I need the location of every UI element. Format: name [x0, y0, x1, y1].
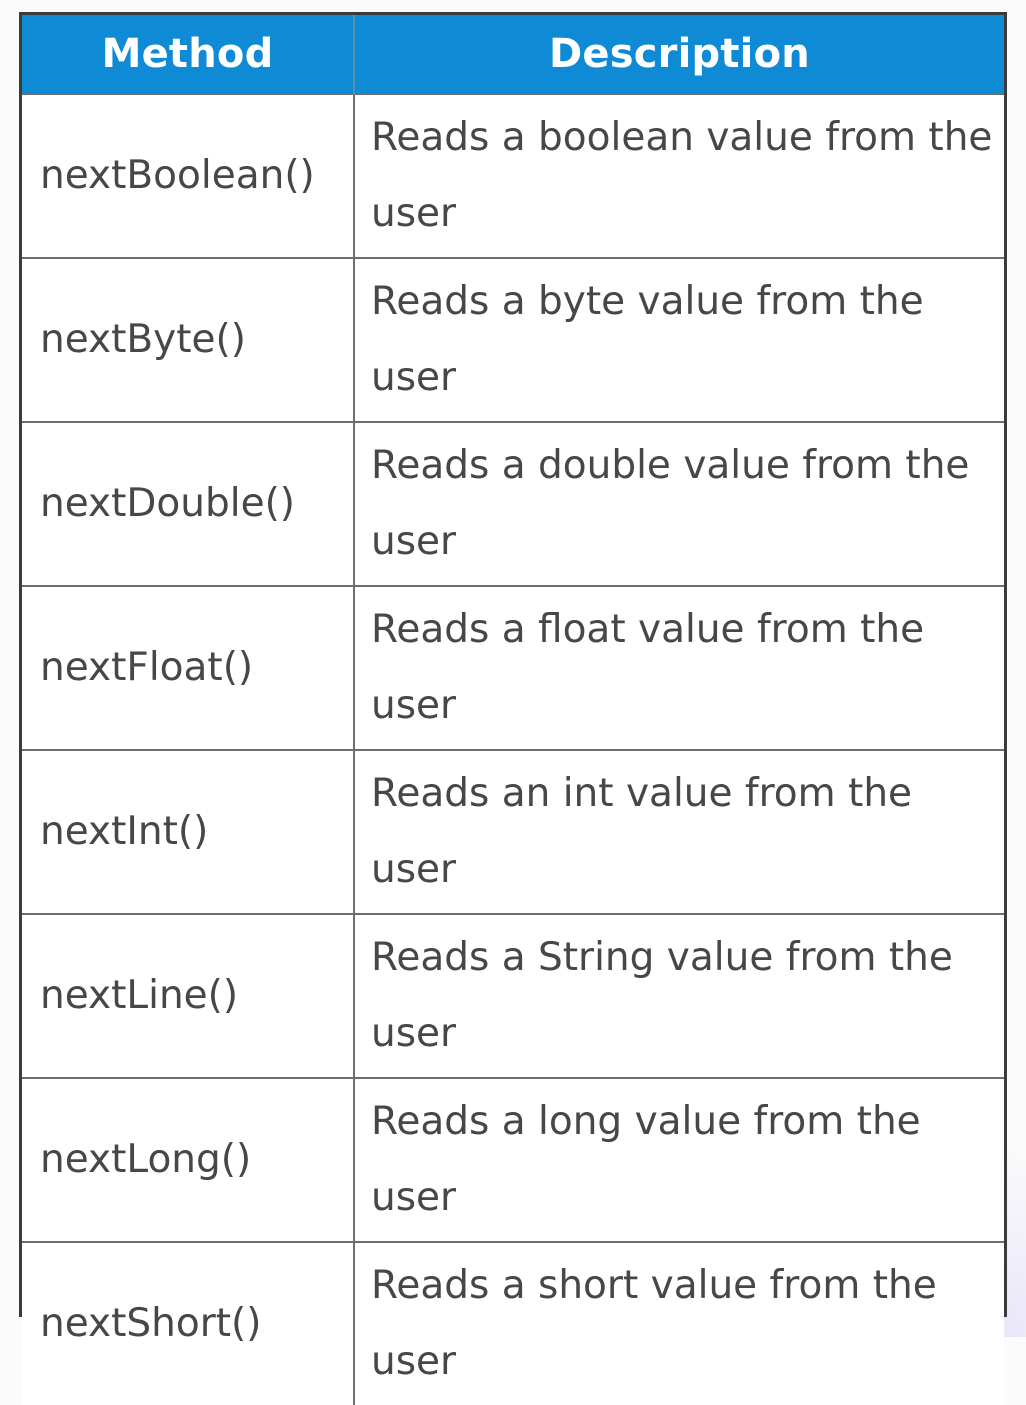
- cell-description: Reads an int value from the user: [354, 749, 1004, 914]
- cell-description-text: Reads an int value from the user: [371, 771, 913, 892]
- cell-description-text: Reads a String value from the user: [371, 935, 953, 1056]
- table-row: nextLine() Reads a String value from the…: [22, 913, 1004, 1078]
- cell-method: nextLong(): [22, 1077, 355, 1242]
- table-row: nextByte() Reads a byte value from the u…: [22, 257, 1004, 422]
- cell-description-text: Reads a short value from the user: [371, 1263, 937, 1384]
- table-header-row: Method Description: [22, 15, 1004, 94]
- cell-method: nextInt(): [22, 749, 355, 914]
- cell-description: Reads a float value from the user: [354, 585, 1004, 750]
- cell-description: Reads a byte value from the user: [354, 257, 1004, 422]
- table-row: nextBoolean() Reads a boolean value from…: [22, 94, 1004, 258]
- table-body: nextBoolean() Reads a boolean value from…: [22, 94, 1004, 1405]
- cell-description: Reads a short value from the user: [354, 1241, 1004, 1405]
- cell-description-text: Reads a double value from the user: [371, 443, 970, 564]
- cell-method: nextByte(): [22, 257, 355, 422]
- cell-description-text: Reads a long value from the user: [371, 1099, 921, 1220]
- scanner-methods-table-container: Method Description nextBoolean() Reads a…: [19, 12, 1007, 1405]
- cell-description-text: Reads a byte value from the user: [371, 279, 924, 400]
- cell-method: nextLine(): [22, 913, 355, 1078]
- column-header-method: Method: [22, 15, 355, 94]
- cell-description-text: Reads a float value from the user: [371, 607, 925, 728]
- cell-description: Reads a double value from the user: [354, 421, 1004, 586]
- cell-description: Reads a boolean value from the user: [354, 94, 1004, 258]
- cell-method: nextDouble(): [22, 421, 355, 586]
- table-row: nextShort() Reads a short value from the…: [22, 1241, 1004, 1405]
- cell-method: nextShort(): [22, 1241, 355, 1405]
- table-header: Method Description: [22, 15, 1004, 94]
- scanner-methods-table: Method Description nextBoolean() Reads a…: [22, 15, 1004, 1405]
- table-row: nextLong() Reads a long value from the u…: [22, 1077, 1004, 1242]
- cell-description-text: Reads a boolean value from the user: [371, 115, 993, 236]
- cell-method: nextFloat(): [22, 585, 355, 750]
- table-row: nextDouble() Reads a double value from t…: [22, 421, 1004, 586]
- table-row: nextFloat() Reads a float value from the…: [22, 585, 1004, 750]
- cell-description: Reads a long value from the user: [354, 1077, 1004, 1242]
- column-header-description: Description: [354, 15, 1004, 94]
- cell-method: nextBoolean(): [22, 94, 355, 258]
- cell-description: Reads a String value from the user: [354, 913, 1004, 1078]
- table-row: nextInt() Reads an int value from the us…: [22, 749, 1004, 914]
